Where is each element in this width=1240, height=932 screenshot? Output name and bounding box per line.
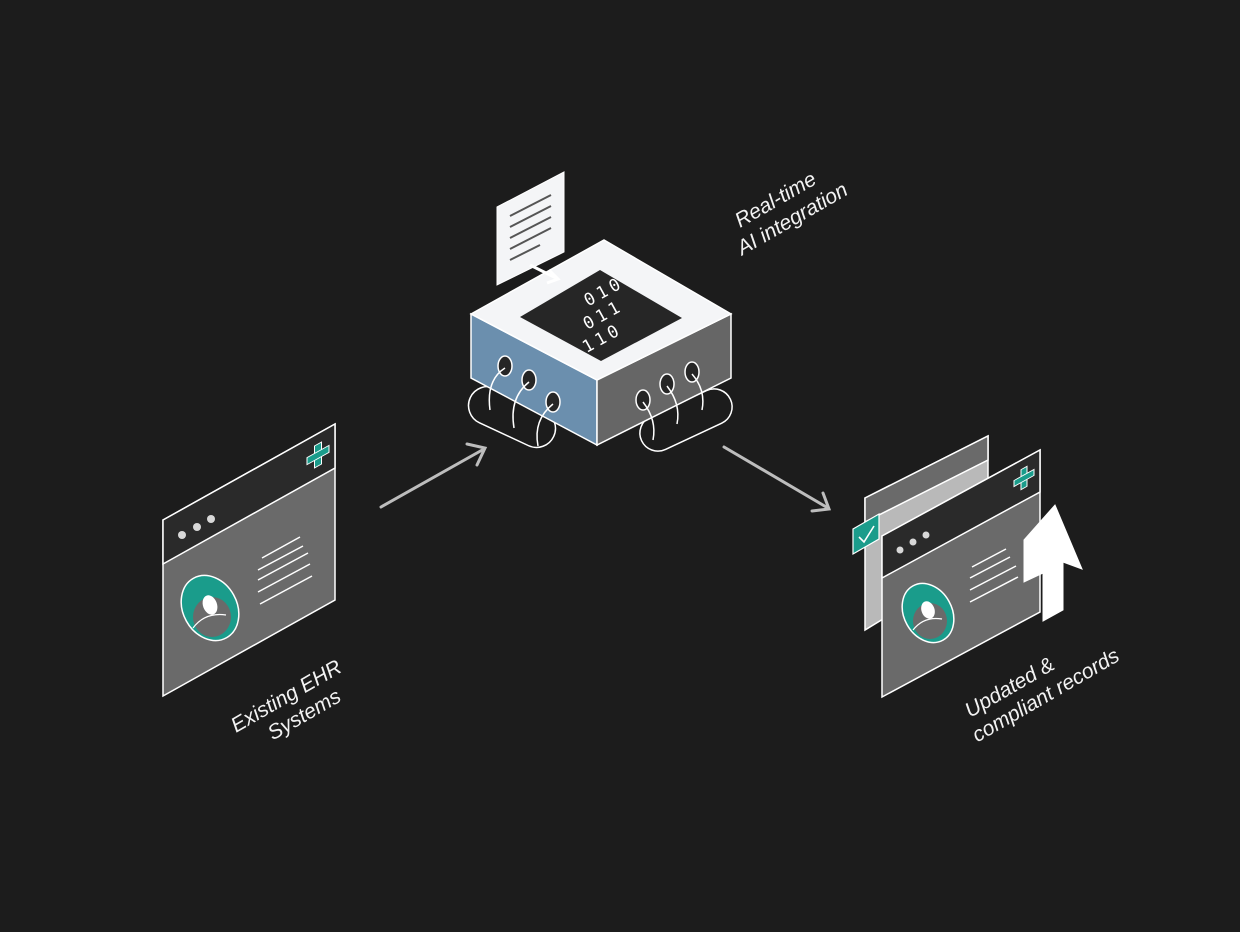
document-icon [496, 171, 565, 286]
window-controls-icon [178, 515, 215, 539]
record-text-lines [969, 548, 1019, 603]
cable-lines [488, 367, 704, 447]
ingest-arrow-icon [529, 263, 561, 285]
record-text-lines [257, 536, 313, 605]
ai-integration-label: Real-time AI integration [731, 167, 852, 260]
flow-arrow-out [722, 445, 832, 513]
medical-cross-icon [306, 441, 330, 469]
ai-integration-box: 010 011 110 [467, 171, 733, 452]
medical-cross-icon [1013, 465, 1035, 491]
checkmark-icon [852, 512, 880, 556]
existing-ehr-label: Existing EHR Systems [227, 656, 346, 745]
binary-data-display: 010 011 110 [579, 273, 628, 358]
updated-records-stack [852, 434, 1083, 699]
avatar-icon [180, 574, 240, 642]
existing-ehr-window [162, 422, 336, 698]
window-controls-icon [896, 531, 930, 554]
up-arrow-icon [1023, 504, 1083, 622]
avatar-icon [901, 582, 955, 644]
flow-arrow-in [379, 442, 488, 509]
